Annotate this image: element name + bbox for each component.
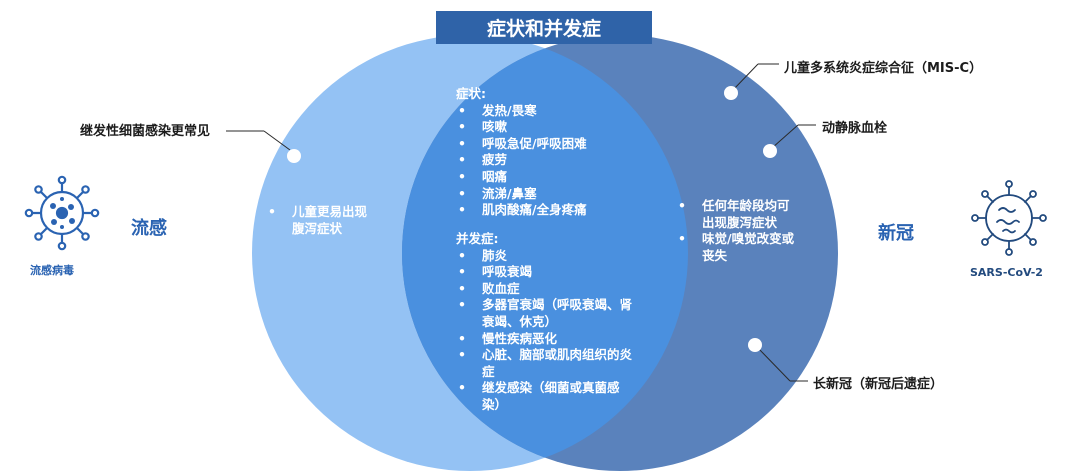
symptom-item: 咳嗽 [456,119,656,136]
complication-item: 心脏、脑部或肌肉组织的炎症 [456,347,638,380]
influenza-only-list: 儿童更易出现腹泻症状 [266,204,376,237]
misc-callout: 儿童多系统炎症综合征（MIS-C） [784,61,983,76]
symptoms-header: 症状: [456,86,486,101]
thrombosis-callout-connector [763,124,816,158]
long-covid-callout: 长新冠（新冠后遗症） [813,377,944,392]
covid-only-item: 任何年龄段均可出现腹泻症状 [676,198,796,231]
symptoms-list: 症状: 发热/畏寒 咳嗽 呼吸急促/呼吸困难 疲劳 咽痛 流涕/鼻塞 肌肉酸痛/… [456,86,656,219]
complication-item: 多器官衰竭（呼吸衰竭、肾衰竭、休克） [456,297,638,330]
symptom-item: 流涕/鼻塞 [456,186,656,203]
symptom-item: 发热/畏寒 [456,103,656,120]
complication-item: 慢性疾病恶化 [456,331,638,348]
complication-item: 败血症 [456,281,638,298]
covid-label: 新冠 [878,223,914,244]
covid-virus-caption: SARS-CoV-2 [970,266,1043,279]
bacterial-callout-connector [226,130,301,163]
complications-header: 并发症: [456,231,499,246]
influenza-virus-icon [24,175,100,251]
complications-list: 并发症: 肺炎 呼吸衰竭 败血症 多器官衰竭（呼吸衰竭、肾衰竭、休克） 慢性疾病… [456,231,638,414]
symptom-item: 疲劳 [456,152,656,169]
symptom-item: 呼吸急促/呼吸困难 [456,136,656,153]
coronavirus-icon [971,180,1047,256]
covid-only-list: 任何年龄段均可出现腹泻症状 味觉/嗅觉改变或丧失 [676,198,796,264]
covid-only-item: 味觉/嗅觉改变或丧失 [676,231,796,264]
long-covid-callout-connector [748,338,808,382]
symptom-item: 咽痛 [456,169,656,186]
complication-item: 继发感染（细菌或真菌感染） [456,380,638,413]
thrombosis-callout: 动静脉血栓 [822,121,888,136]
influenza-virus-caption: 流感病毒 [30,264,74,277]
diagram-title: 症状和并发症 [436,11,652,44]
influenza-only-item: 儿童更易出现腹泻症状 [266,204,376,237]
bacterial-infection-callout: 继发性细菌感染更常见 [80,124,211,139]
misc-callout-connector [724,63,779,100]
complication-item: 呼吸衰竭 [456,264,638,281]
symptom-item: 肌肉酸痛/全身疼痛 [456,202,656,219]
complication-item: 肺炎 [456,248,638,265]
influenza-label: 流感 [131,218,167,239]
